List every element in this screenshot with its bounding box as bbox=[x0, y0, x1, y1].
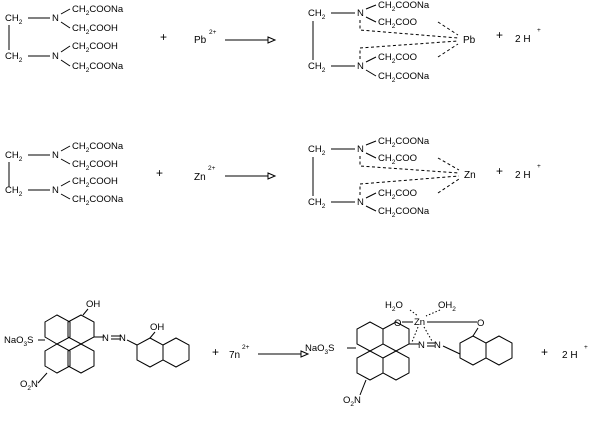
svg-text:CH2COO: CH2COO bbox=[378, 153, 417, 166]
svg-text:N: N bbox=[418, 340, 425, 351]
svg-text:+: + bbox=[156, 166, 163, 180]
svg-text:CH2COONa: CH2COONa bbox=[378, 71, 430, 84]
svg-text:2+: 2+ bbox=[242, 344, 250, 351]
svg-text:CH2COOH: CH2COOH bbox=[72, 176, 118, 189]
svg-text:CH2COOH: CH2COOH bbox=[72, 23, 118, 36]
svg-text:2 H: 2 H bbox=[562, 350, 578, 361]
svg-text:Zn: Zn bbox=[464, 170, 476, 181]
reaction-3-dye: NaO3S OH N N OH O2N + 7n 2+ bbox=[4, 299, 588, 408]
svg-text:N: N bbox=[102, 333, 109, 344]
svg-text:CH2: CH2 bbox=[308, 8, 326, 21]
svg-text:CH2COONa: CH2COONa bbox=[72, 61, 124, 74]
svg-text:CH2COONa: CH2COONa bbox=[72, 4, 124, 17]
svg-text:N: N bbox=[357, 61, 364, 72]
svg-text:N: N bbox=[434, 340, 441, 351]
svg-text:H2O: H2O bbox=[385, 300, 403, 313]
svg-text:2 H: 2 H bbox=[515, 34, 531, 45]
pb-complex-product: CH2 N CH2COONa CH2COO CH2 N CH2COO CH2CO… bbox=[308, 0, 476, 84]
svg-text:2 H: 2 H bbox=[515, 170, 531, 181]
n-label: N bbox=[52, 13, 59, 24]
svg-text:+: + bbox=[537, 163, 541, 170]
svg-text:OH: OH bbox=[150, 322, 164, 333]
svg-text:N: N bbox=[52, 51, 59, 62]
svg-text:CH2COO: CH2COO bbox=[378, 52, 417, 65]
reaction-2-zn: CH2 N CH2COONa CH2COOH CH2 N CH2COOH CH2… bbox=[5, 136, 541, 219]
svg-text:O: O bbox=[477, 318, 484, 329]
edta-reactant-2: CH2 N CH2COONa CH2COOH CH2 N CH2COOH CH2… bbox=[5, 141, 124, 207]
svg-text:CH2COONa: CH2COONa bbox=[72, 141, 124, 154]
reaction-1-pb: CH2 N CH2COONa CH2COOH CH2 N CH2COOH CH2… bbox=[5, 0, 541, 84]
svg-text:N: N bbox=[52, 150, 59, 161]
svg-text:CH2COONa: CH2COONa bbox=[378, 0, 430, 13]
svg-text:CH2: CH2 bbox=[308, 61, 326, 74]
svg-text:+: + bbox=[537, 27, 541, 34]
svg-text:N: N bbox=[52, 185, 59, 196]
svg-text:NaO3S: NaO3S bbox=[4, 335, 34, 348]
svg-text:Zn: Zn bbox=[194, 172, 206, 183]
svg-text:CH2: CH2 bbox=[5, 185, 23, 198]
svg-text:Zn: Zn bbox=[414, 317, 425, 328]
svg-text:OH2: OH2 bbox=[438, 300, 456, 313]
svg-text:Pb: Pb bbox=[463, 35, 476, 46]
svg-text:CH2COO: CH2COO bbox=[378, 188, 417, 201]
ch2-label: CH2 bbox=[5, 13, 23, 26]
svg-text:CH2COONa: CH2COONa bbox=[72, 194, 124, 207]
svg-text:CH2COONa: CH2COONa bbox=[378, 206, 430, 219]
svg-text:CH2: CH2 bbox=[5, 51, 23, 64]
svg-text:+: + bbox=[541, 345, 548, 359]
svg-text:N: N bbox=[119, 333, 126, 344]
svg-text:CH2: CH2 bbox=[5, 150, 23, 163]
svg-text:+: + bbox=[212, 345, 219, 359]
svg-text:O2N: O2N bbox=[343, 395, 361, 408]
svg-text:CH2COOH: CH2COOH bbox=[72, 159, 118, 172]
svg-text:O: O bbox=[394, 318, 401, 329]
svg-text:N: N bbox=[357, 197, 364, 208]
plus-sign: + bbox=[160, 30, 167, 44]
svg-text:CH2COOH: CH2COOH bbox=[72, 41, 118, 54]
svg-text:7n: 7n bbox=[229, 350, 240, 361]
edta-reactant-1: CH2 N CH2COONa CH2COOH CH2 N CH2COOH CH2… bbox=[5, 4, 124, 74]
zn-dye-complex: NaO3S O Zn O H2O OH2 N N O bbox=[305, 300, 513, 408]
svg-text:N: N bbox=[357, 8, 364, 19]
svg-text:NaO3S: NaO3S bbox=[305, 343, 335, 356]
svg-text:CH2COONa: CH2COONa bbox=[378, 136, 430, 149]
svg-text:CH2: CH2 bbox=[308, 197, 326, 210]
svg-text:CH2: CH2 bbox=[308, 144, 326, 157]
dye-reactant: NaO3S OH N N OH O2N bbox=[4, 299, 190, 392]
svg-text:+: + bbox=[496, 164, 503, 178]
zn-complex-product: CH2 N CH2COONa CH2COO CH2 N CH2COO CH2CO… bbox=[308, 136, 476, 219]
pb-ion: Pb bbox=[194, 35, 207, 46]
svg-text:2+: 2+ bbox=[208, 165, 216, 172]
svg-text:+: + bbox=[496, 28, 503, 42]
svg-text:2+: 2+ bbox=[209, 29, 217, 36]
svg-text:O2N: O2N bbox=[20, 379, 38, 392]
svg-text:CH2COO: CH2COO bbox=[378, 17, 417, 30]
svg-text:N: N bbox=[357, 144, 364, 155]
svg-text:OH: OH bbox=[86, 299, 100, 310]
svg-text:+: + bbox=[584, 344, 588, 351]
